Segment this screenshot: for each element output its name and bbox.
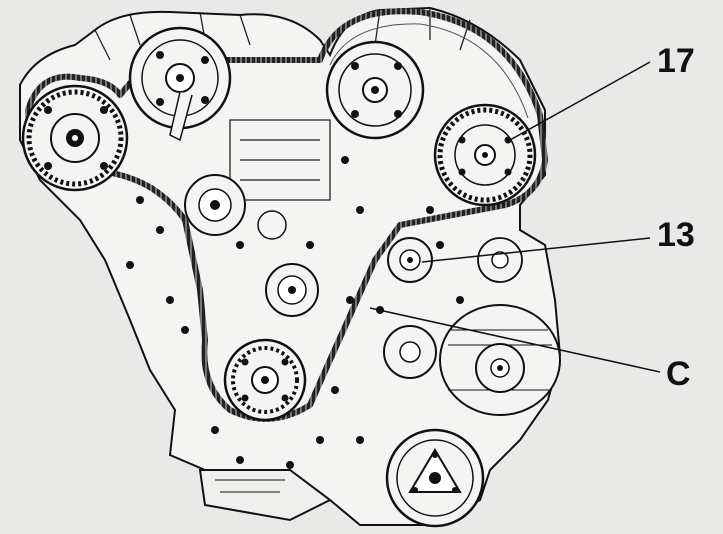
pulley-13 bbox=[387, 237, 433, 283]
tensioner-pulley bbox=[265, 263, 319, 317]
camshaft-sprocket-left bbox=[21, 84, 129, 192]
pulley-17 bbox=[433, 103, 537, 207]
callout-label-c: C bbox=[666, 355, 691, 393]
mounting-bolts bbox=[126, 156, 464, 469]
cylinder-head-detail bbox=[94, 8, 471, 201]
leader-line-c bbox=[369, 307, 661, 373]
water-pump bbox=[184, 174, 287, 240]
leader-line-13 bbox=[421, 237, 651, 263]
leader-line-17 bbox=[509, 61, 651, 141]
camshaft-sprocket-right bbox=[325, 40, 425, 140]
alternator bbox=[383, 304, 561, 416]
leader-lines bbox=[369, 61, 661, 373]
oil-sump bbox=[198, 469, 332, 522]
callout-label-17: 17 bbox=[657, 42, 695, 80]
idler-pulley-right bbox=[477, 237, 523, 283]
crankshaft-pulley bbox=[223, 338, 307, 422]
ac-compressor-pulley bbox=[385, 428, 485, 528]
idler-pulley-top bbox=[128, 26, 232, 142]
callout-label-13: 13 bbox=[657, 216, 695, 254]
